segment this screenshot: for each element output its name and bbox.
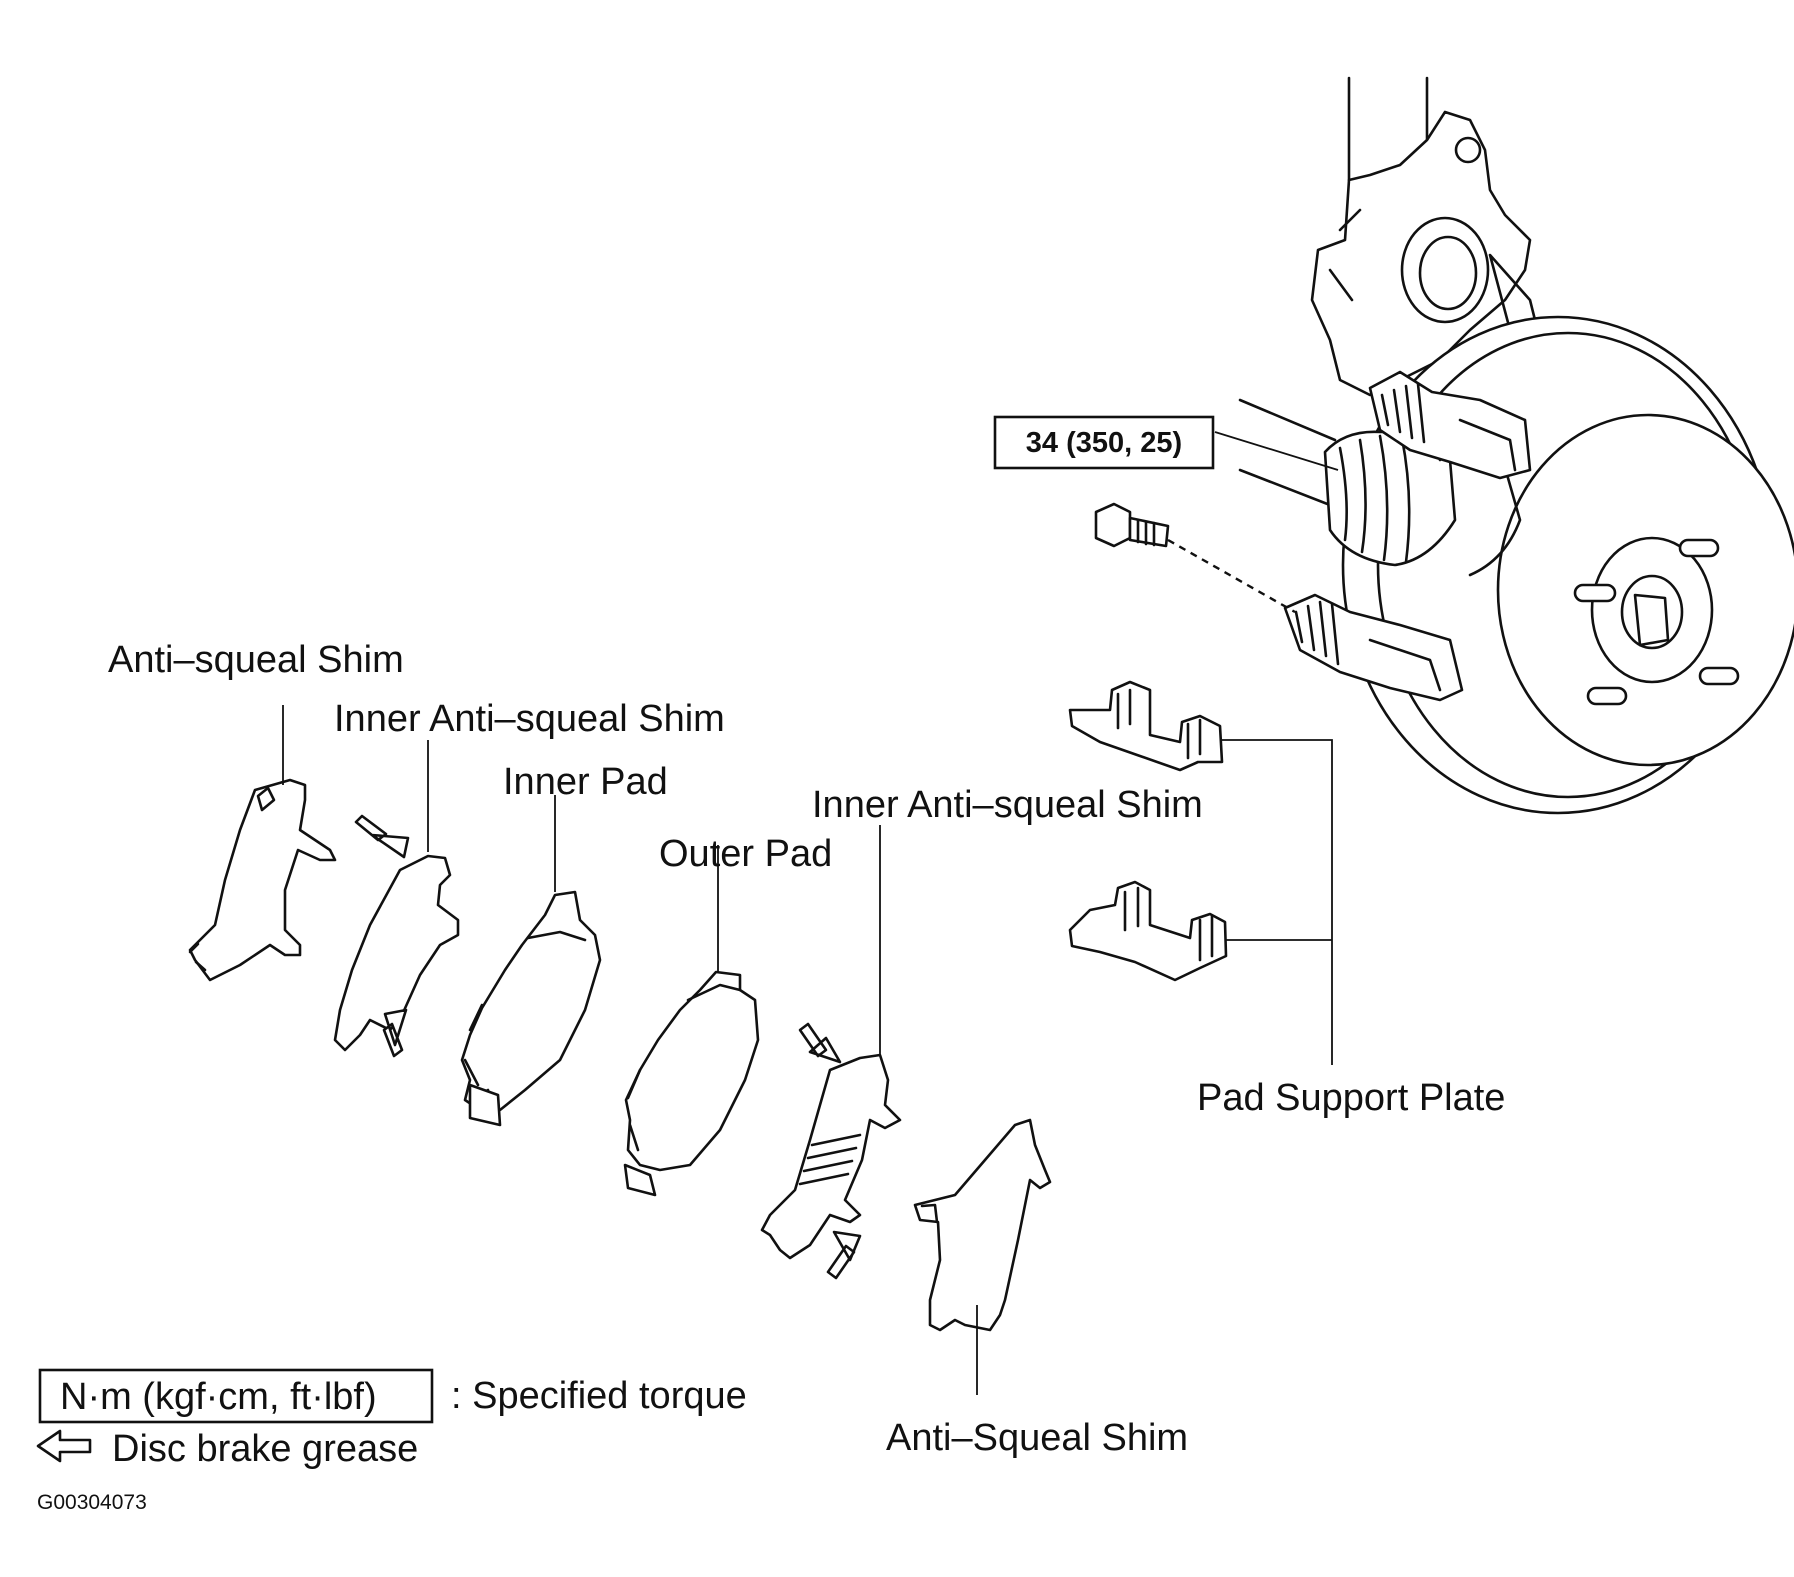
torque-unit-box: N·m (kgf·cm, ft·lbf) (60, 1376, 377, 1418)
pad-support-plate-upper (1068, 680, 1224, 772)
label-inner-anti-squeal-shim-right: Inner Anti–squeal Shim (812, 784, 1203, 826)
label-inner-anti-squeal-shim-left: Inner Anti–squeal Shim (334, 698, 725, 740)
label-anti-squeal-shim-left: Anti–squeal Shim (108, 639, 404, 681)
torque-spec: 34 (350, 25) (993, 415, 1215, 470)
lower-slide-pin (1283, 593, 1464, 702)
hollow-left-arrow-icon (36, 1429, 92, 1463)
pad-support-plate-leader (1222, 739, 1333, 1065)
grease-arrow-upper-right (798, 1022, 842, 1064)
anti-squeal-shim-bottom (913, 1118, 1052, 1395)
grease-arrow-lower-right (826, 1230, 862, 1280)
outer-pad (623, 845, 760, 1197)
upper-slide-pin (1368, 370, 1532, 480)
pad-support-plate-lower (1068, 880, 1228, 982)
inner-anti-squeal-shim-left (333, 740, 460, 1058)
grease-arrow-upper-left (354, 814, 410, 859)
label-anti-squeal-shim-bottom: Anti–Squeal Shim (886, 1417, 1188, 1459)
anti-squeal-shim-left (188, 705, 337, 982)
disc-rotor-assembly (1094, 76, 1794, 815)
torque-desc: : Specified torque (451, 1375, 747, 1417)
grease-arrow-lower-left (382, 1008, 408, 1058)
grease-desc: Disc brake grease (112, 1428, 418, 1470)
caliper-bolt (1094, 502, 1296, 614)
inner-anti-squeal-shim-right (760, 825, 902, 1280)
figure-code: G00304073 (37, 1491, 147, 1514)
torque-value: 34 (350, 25) (1026, 427, 1182, 459)
label-inner-pad: Inner Pad (503, 761, 668, 803)
inner-pad (460, 795, 602, 1127)
label-outer-pad: Outer Pad (659, 833, 832, 875)
legend: N·m (kgf·cm, ft·lbf) : Specified torque … (36, 1368, 747, 1470)
label-pad-support-plate: Pad Support Plate (1197, 1077, 1505, 1119)
